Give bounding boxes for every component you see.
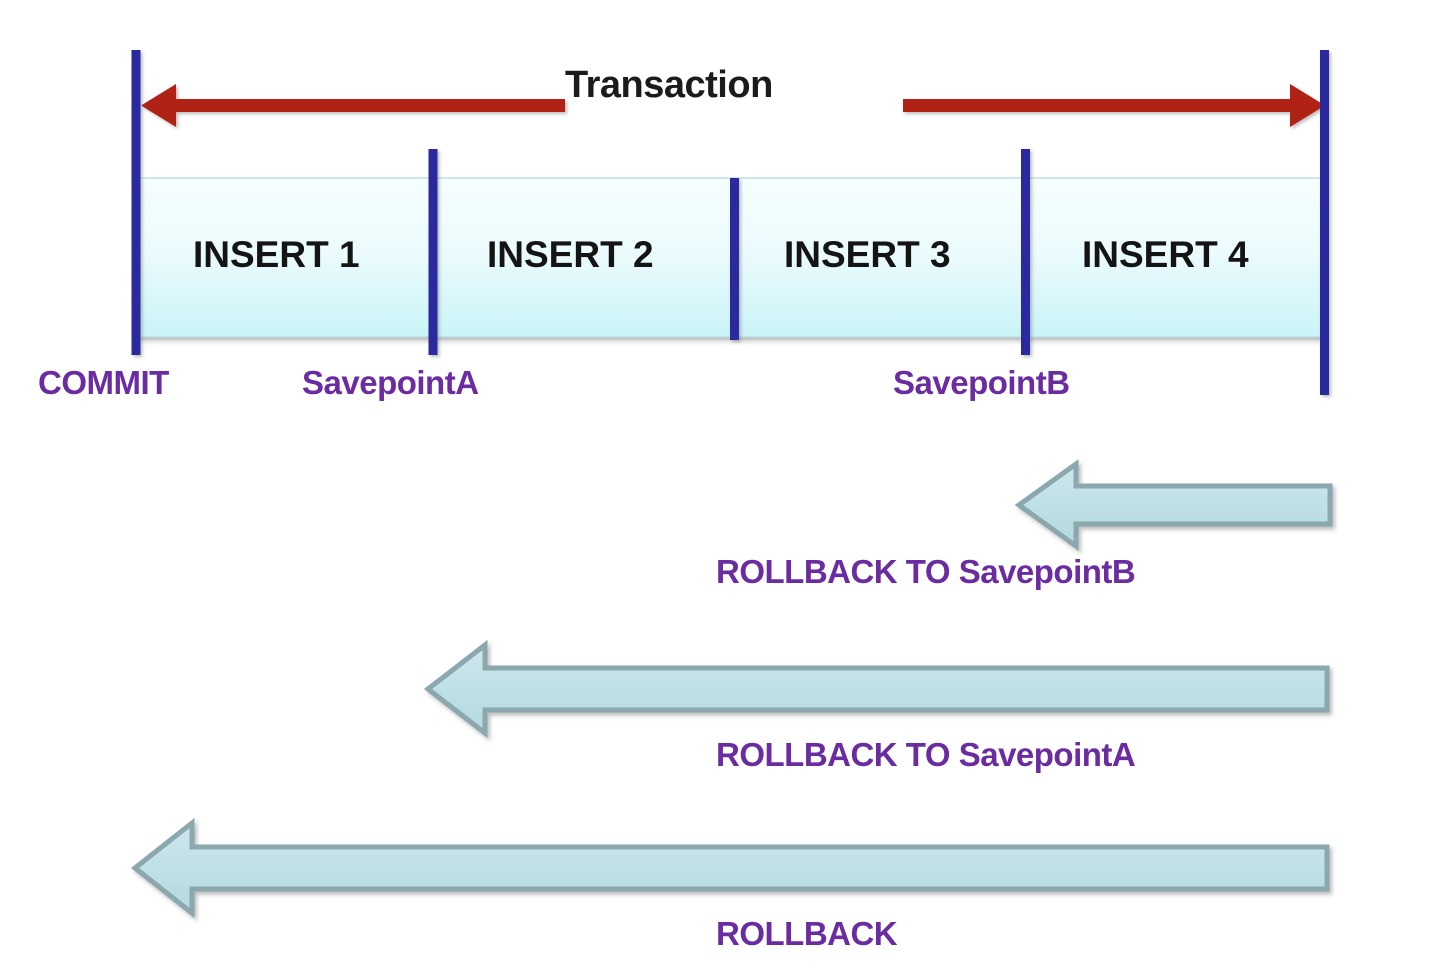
marker-label-savepoint-a: SavepointA (302, 364, 479, 401)
transaction-arrow-right (903, 84, 1325, 127)
page-title: Transaction (565, 64, 773, 106)
rollback-arrow-savepoint-b (1014, 459, 1333, 551)
rollback-arrows (130, 459, 1333, 919)
marker-line-commit (131, 50, 141, 355)
timeline-markers (131, 50, 1329, 395)
segment-label-insert-4: INSERT 4 (1082, 234, 1249, 275)
rollback-label-savepoint-b: ROLLBACK TO SavepointB (716, 553, 1136, 590)
rollback-label-savepoint-a: ROLLBACK TO SavepointA (716, 736, 1136, 773)
marker-label-commit: COMMIT (38, 364, 169, 401)
transaction-arrow-left (141, 84, 565, 127)
marker-line-savepoint-b (1021, 149, 1030, 355)
marker-line-divider (730, 178, 739, 340)
insert-bar-shadow (137, 337, 1327, 347)
rollback-label-full: ROLLBACK (716, 915, 898, 952)
segment-label-insert-3: INSERT 3 (784, 234, 951, 275)
transaction-span-arrows (141, 84, 1325, 127)
marker-line-transaction-end (1320, 50, 1329, 395)
marker-label-savepoint-b: SavepointB (893, 364, 1070, 401)
marker-line-savepoint-a (428, 149, 438, 355)
segment-label-insert-2: INSERT 2 (487, 234, 654, 275)
segment-label-insert-1: INSERT 1 (193, 234, 360, 275)
rollback-arrow-full (130, 817, 1330, 919)
rollback-arrow-savepoint-a (423, 639, 1330, 739)
